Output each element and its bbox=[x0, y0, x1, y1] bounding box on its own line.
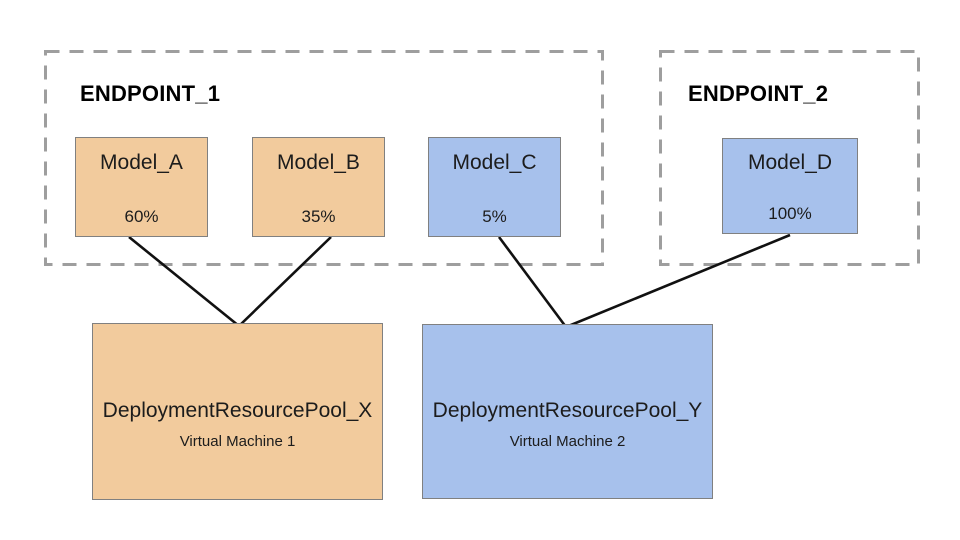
connection-model-d-pool-y bbox=[565, 233, 791, 329]
pool-y-machine-label: Virtual Machine 2 bbox=[509, 433, 626, 450]
model-a-label: Model_A bbox=[100, 151, 183, 174]
model-d-box: Model_D 100% bbox=[722, 138, 858, 234]
connection-model-b-pool-x bbox=[238, 236, 332, 327]
pool-y-box: DeploymentResourcePool_Y Virtual Machine… bbox=[422, 324, 713, 499]
model-c-label: Model_C bbox=[452, 151, 537, 174]
pool-x-machine-label: Virtual Machine 1 bbox=[179, 433, 296, 450]
endpoint-1-title: ENDPOINT_1 bbox=[80, 81, 221, 106]
model-d-label: Model_D bbox=[747, 151, 833, 174]
connection-model-c-pool-y bbox=[497, 236, 568, 328]
endpoint-2-title: ENDPOINT_2 bbox=[688, 81, 829, 106]
model-b-label: Model_B bbox=[277, 151, 360, 174]
model-b-box: Model_B 35% bbox=[252, 137, 385, 237]
pool-x-label: DeploymentResourcePool_X bbox=[102, 399, 373, 422]
model-c-traffic-split: 5% bbox=[482, 207, 507, 226]
model-a-traffic-split: 60% bbox=[124, 207, 159, 226]
model-b-traffic-split: 35% bbox=[301, 207, 336, 226]
model-d-traffic-split: 100% bbox=[768, 204, 812, 223]
model-c-box: Model_C 5% bbox=[428, 137, 561, 237]
pool-y-label: DeploymentResourcePool_Y bbox=[432, 399, 703, 422]
connection-model-a-pool-x bbox=[128, 235, 240, 328]
model-a-box: Model_A 60% bbox=[75, 137, 208, 237]
endpoint-2-border bbox=[659, 50, 920, 266]
pool-x-box: DeploymentResourcePool_X Virtual Machine… bbox=[92, 323, 383, 500]
